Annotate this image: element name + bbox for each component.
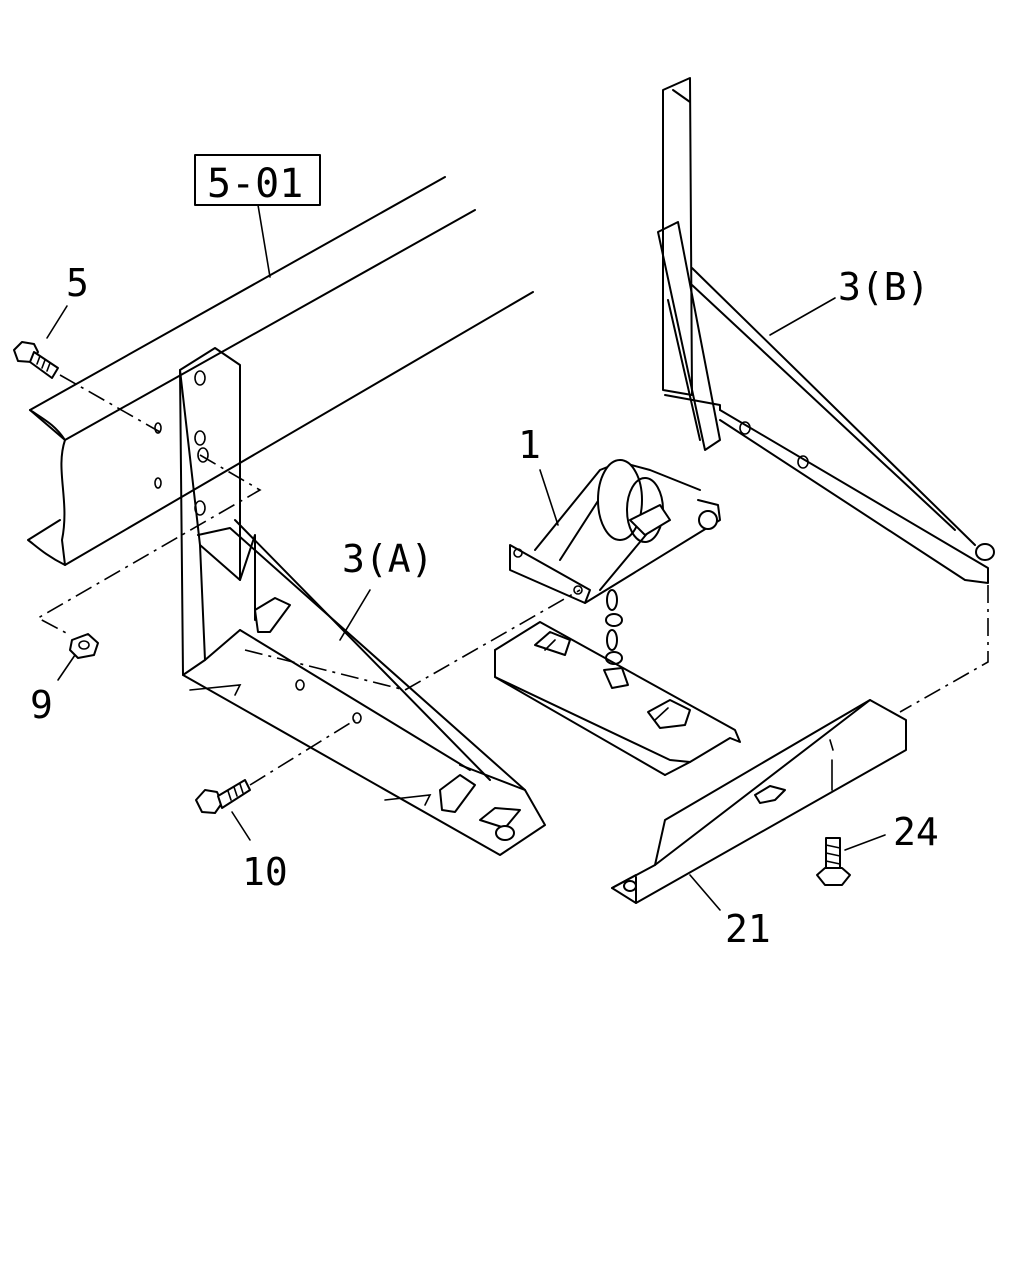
bracket-3a — [154, 347, 546, 856]
bolt-24 — [816, 759, 886, 886]
alignment-line-right — [899, 585, 989, 713]
nut-9 — [57, 633, 99, 681]
reference-box: 5-01 — [194, 154, 321, 278]
callout-24: 24 — [893, 810, 939, 854]
part-21 — [611, 699, 907, 911]
winch-assembly — [509, 459, 721, 689]
callout-9: 9 — [30, 683, 53, 727]
winch-base-plate — [494, 621, 741, 776]
bracket-3b — [657, 77, 995, 584]
callout-1: 1 — [518, 423, 541, 467]
callout-21: 21 — [725, 907, 771, 951]
bolt-10 — [195, 719, 356, 841]
callout-3b: 3(B) — [838, 265, 930, 309]
frame-rail — [27, 176, 534, 566]
callout-3a: 3(A) — [342, 537, 434, 581]
callout-10: 10 — [242, 850, 288, 894]
reference-box-label: 5-01 — [207, 161, 303, 207]
callout-5: 5 — [66, 261, 89, 305]
bolt-5 — [13, 305, 161, 433]
alignment-lines-left — [36, 454, 581, 691]
